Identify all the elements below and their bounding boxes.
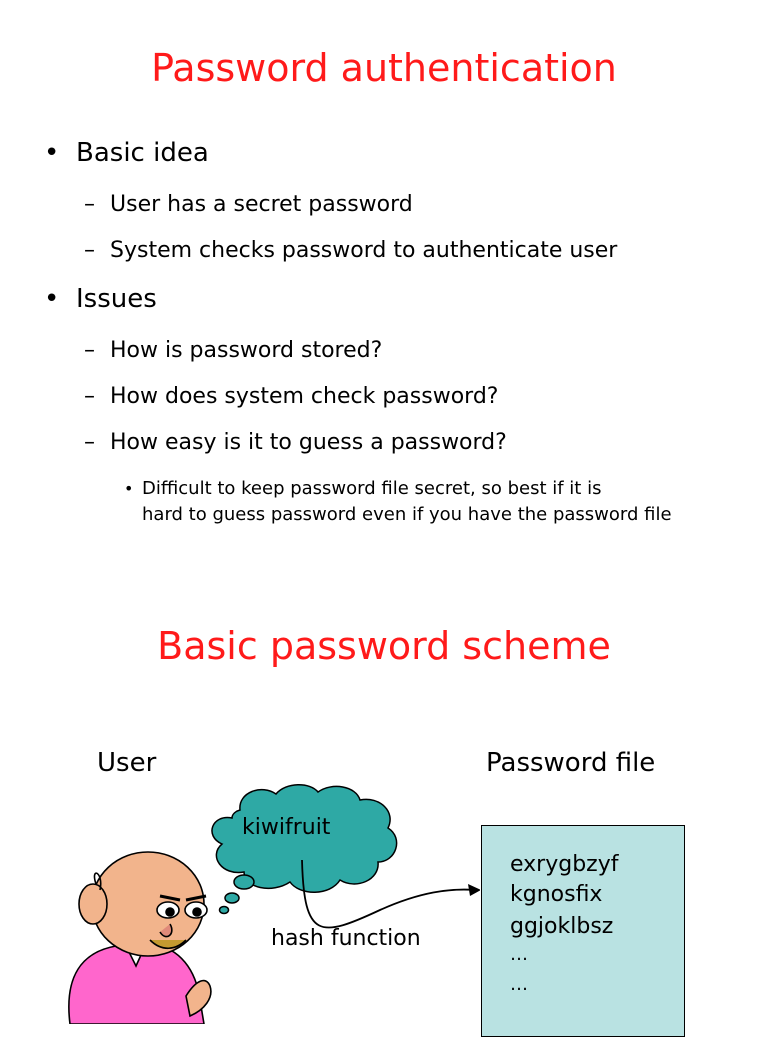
password-file-entry: … bbox=[510, 944, 528, 965]
bullet-symbol: • bbox=[44, 138, 60, 168]
bullet-text: Basic idea bbox=[76, 138, 209, 168]
dash-symbol: – bbox=[84, 384, 95, 409]
diagram-graphics bbox=[68, 784, 480, 1024]
slide-title-basic-password-scheme: Basic password scheme bbox=[157, 624, 611, 668]
password-file-box: exrygbzyf kgnosfix ggjoklbsz … … bbox=[481, 825, 685, 1037]
sub-sub-bullet-line: Difficult to keep password file secret, … bbox=[142, 478, 602, 499]
password-file-entry: kgnosfix bbox=[510, 882, 603, 907]
password-file-label: Password file bbox=[486, 748, 656, 778]
sub-bullet-text: How easy is it to guess a password? bbox=[110, 430, 507, 455]
password-file-entry: ggjoklbsz bbox=[510, 914, 614, 939]
sub-sub-bullet-line: hard to guess password even if you have … bbox=[142, 504, 672, 525]
bullet-symbol: • bbox=[44, 284, 60, 314]
user-label: User bbox=[97, 748, 157, 778]
sub-bullet-text: How does system check password? bbox=[110, 384, 499, 409]
sub-bullet-text: System checks password to authenticate u… bbox=[110, 238, 618, 263]
password-file-entry: … bbox=[510, 974, 528, 995]
slide-title-password-authentication: Password authentication bbox=[151, 46, 617, 90]
dash-symbol: – bbox=[84, 430, 95, 455]
hash-function-label: hash function bbox=[271, 926, 421, 951]
dash-symbol: – bbox=[84, 238, 95, 263]
dash-symbol: – bbox=[84, 338, 95, 363]
cloud-password-text: kiwifruit bbox=[242, 815, 331, 840]
thought-cloud-icon bbox=[211, 784, 398, 915]
bullet-symbol: • bbox=[124, 479, 134, 498]
hash-arrow bbox=[301, 859, 480, 929]
sub-bullet-text: How is password stored? bbox=[110, 338, 383, 363]
sub-bullet-text: User has a secret password bbox=[110, 192, 413, 217]
person-figure-icon bbox=[68, 851, 212, 1024]
password-file-entry: exrygbzyf bbox=[510, 852, 619, 877]
dash-symbol: – bbox=[84, 192, 95, 217]
bullet-text: Issues bbox=[76, 284, 157, 314]
